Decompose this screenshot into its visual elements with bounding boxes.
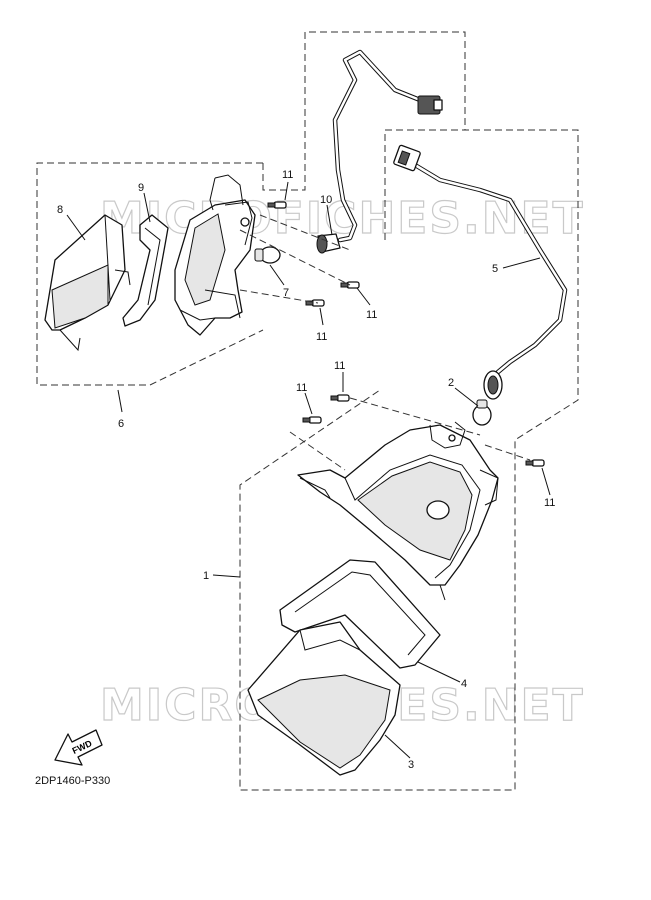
fwd-arrow-icon: FWD — [54, 729, 103, 766]
part-6-flasher-body — [174, 174, 256, 336]
callout-10: 10 — [320, 194, 332, 206]
callout-5: 5 — [492, 263, 498, 275]
callout-4: 4 — [461, 678, 467, 690]
callout-6: 6 — [118, 418, 124, 430]
leader-lines — [66, 181, 551, 759]
callout-8: 8 — [57, 204, 63, 216]
part-8-lens-cover — [44, 214, 131, 352]
callout-11-left: 11 — [296, 382, 307, 394]
diagram-code: 2DP1460-P330 — [35, 775, 110, 787]
callout-11-lower: 11 — [316, 331, 327, 343]
callout-11-top: 11 — [282, 169, 293, 181]
group-box-5 — [239, 129, 579, 791]
part-9-gasket — [122, 214, 169, 327]
screws-part-11 — [267, 201, 545, 467]
callout-1: 1 — [203, 570, 209, 582]
callout-2: 2 — [448, 377, 454, 389]
group-box-10 — [262, 31, 466, 191]
callout-11-mid: 11 — [334, 360, 345, 372]
part-2-bulb — [472, 399, 492, 426]
callout-7: 7 — [283, 287, 289, 299]
callout-9: 9 — [138, 182, 144, 194]
callout-3: 3 — [408, 759, 414, 771]
part-4-gasket — [279, 559, 441, 669]
part-3-lens — [247, 621, 401, 776]
part-7-bulb — [254, 246, 281, 264]
callout-11-right: 11 — [366, 309, 377, 321]
part-5-wire-harness — [393, 144, 568, 400]
part-10-socket-wire — [316, 49, 443, 254]
part-1-lamp-housing — [297, 421, 499, 601]
callout-11-far-right: 11 — [544, 497, 555, 509]
